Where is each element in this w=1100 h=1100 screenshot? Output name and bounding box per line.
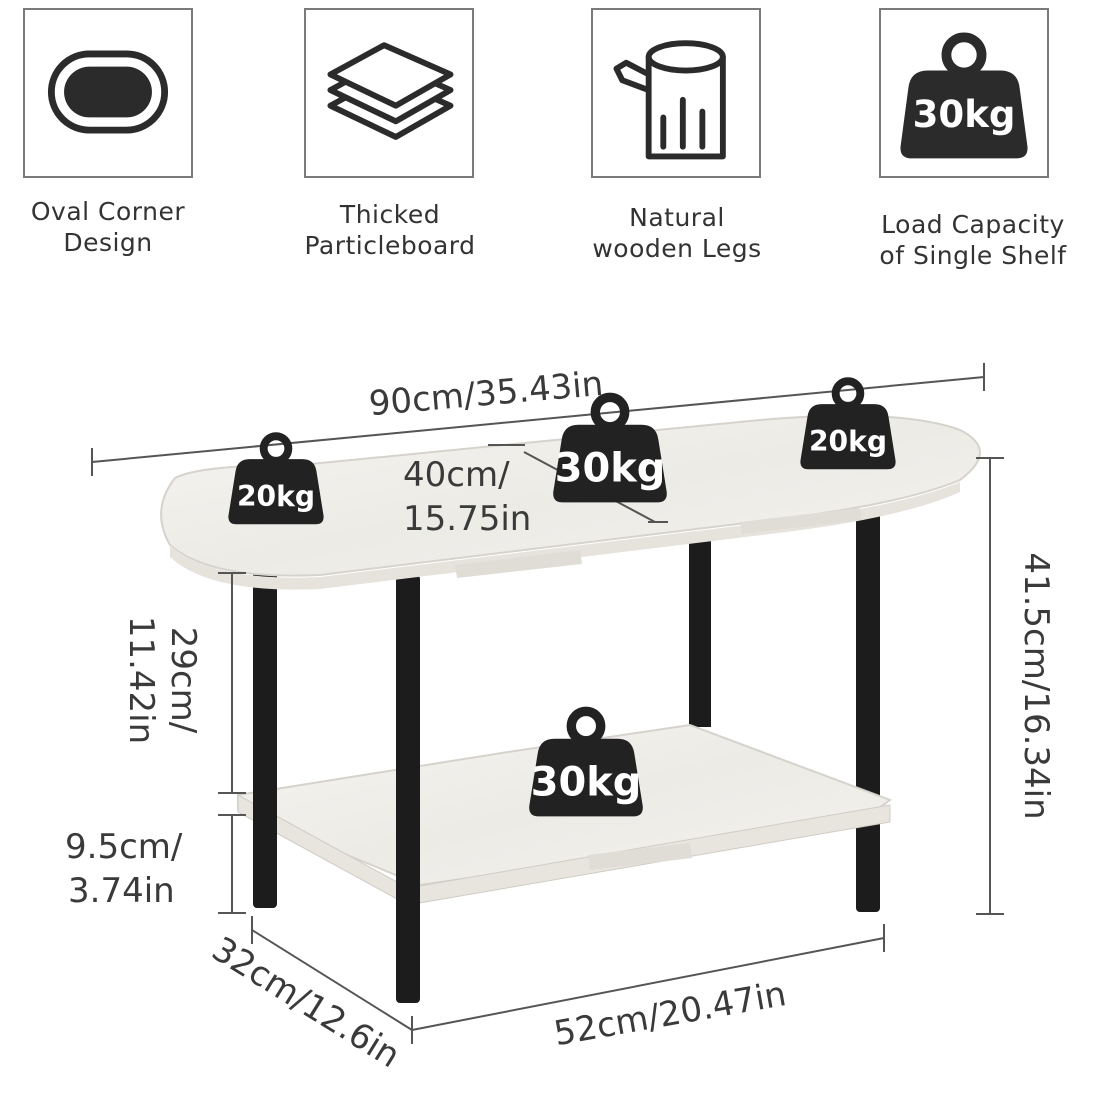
top-bracket <box>740 508 862 534</box>
weight-badge-text: 30kg <box>531 759 642 805</box>
clearance-label-line1: 9.5cm/ <box>65 827 183 867</box>
shelf-bracket <box>588 843 692 870</box>
feature-label-line: Load Capacity <box>881 210 1065 239</box>
feature-label-load-capacity: Load Capacity of Single Shelf <box>853 209 1093 271</box>
length-label: 90cm/35.43in <box>367 364 604 424</box>
weight-badge-text: 30kg <box>555 445 666 491</box>
feature-label-line: wooden Legs <box>592 234 762 263</box>
weight-icon-text: 30kg <box>913 93 1016 136</box>
top-bracket <box>455 550 582 578</box>
tabletop-edge <box>170 482 960 590</box>
feature-load-capacity: 30kg <box>879 8 1049 178</box>
table-leg-front-right <box>396 575 420 1003</box>
feature-label-line: Natural <box>629 203 725 232</box>
weight-badge-top-center: 30kg <box>553 397 667 502</box>
feature-oval-corner <box>23 8 193 178</box>
clearance-label-line2: 3.74in <box>68 871 175 911</box>
weight-badge-text: 20kg <box>237 480 315 513</box>
height-label: 41.5cm/16.34in <box>1016 552 1056 819</box>
weight-badge-bottom-shelf: 30kg <box>529 711 643 816</box>
bottom-width-label: 52cm/20.47in <box>551 974 789 1054</box>
bottom-width-dim-line <box>411 937 885 1031</box>
feature-label-line: Particleboard <box>304 231 476 260</box>
feature-label-oval: Oval Corner Design <box>0 196 223 258</box>
bottom-depth-label: 32cm/12.6in <box>205 929 407 1076</box>
shelf-gap-label-line2: 11.42in <box>121 616 161 744</box>
feature-particleboard <box>304 8 474 178</box>
feature-label-line: Oval Corner <box>30 197 186 226</box>
table-leg-back-left <box>689 532 711 727</box>
weight-icon: 30kg <box>900 32 1028 159</box>
wooden-log-icon <box>613 40 726 160</box>
oval-icon <box>47 50 169 134</box>
feature-label-line: Thicked <box>339 200 441 229</box>
stacked-boards-icon <box>327 42 454 140</box>
table-leg-back-right <box>856 512 880 912</box>
feature-label-line: of Single Shelf <box>879 241 1067 270</box>
feature-wooden-legs <box>591 8 761 178</box>
weight-badge-top-right: 20kg <box>800 381 895 469</box>
feature-label-wooden-legs: Natural wooden Legs <box>562 202 792 264</box>
depth-label-line1: 40cm/ <box>403 455 510 495</box>
shelf-gap-label-line1: 29cm/ <box>163 627 203 734</box>
weight-badge-text: 20kg <box>809 425 887 458</box>
weight-badge-top-left: 20kg <box>228 436 323 524</box>
bottom-depth-dim-line <box>251 929 413 1031</box>
depth-label-line2: 15.75in <box>403 499 531 539</box>
feature-label-line: Design <box>63 228 153 257</box>
table-leg-front-left <box>253 568 277 908</box>
feature-label-particleboard: Thicked Particleboard <box>275 199 505 261</box>
